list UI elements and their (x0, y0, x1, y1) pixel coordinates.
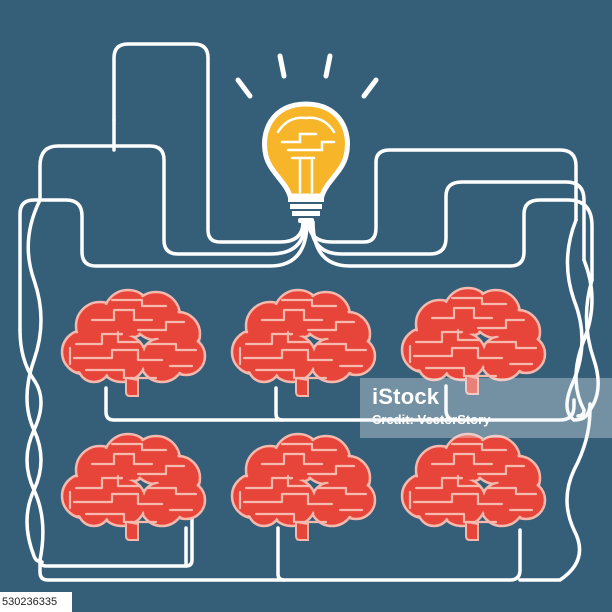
watermark-banner: iStock Credit: VectorStory (360, 378, 612, 438)
watermark-logo: iStock (372, 384, 440, 409)
brain-icon (60, 432, 207, 542)
light-bulb-icon (235, 53, 379, 223)
image-id-label: 530236335 (0, 592, 72, 612)
brain-icon (230, 432, 377, 542)
brain-icon (400, 432, 547, 542)
brain-icon (230, 288, 377, 398)
brain-icon (60, 288, 207, 398)
watermark-credit: Credit: VectorStory (372, 412, 491, 427)
